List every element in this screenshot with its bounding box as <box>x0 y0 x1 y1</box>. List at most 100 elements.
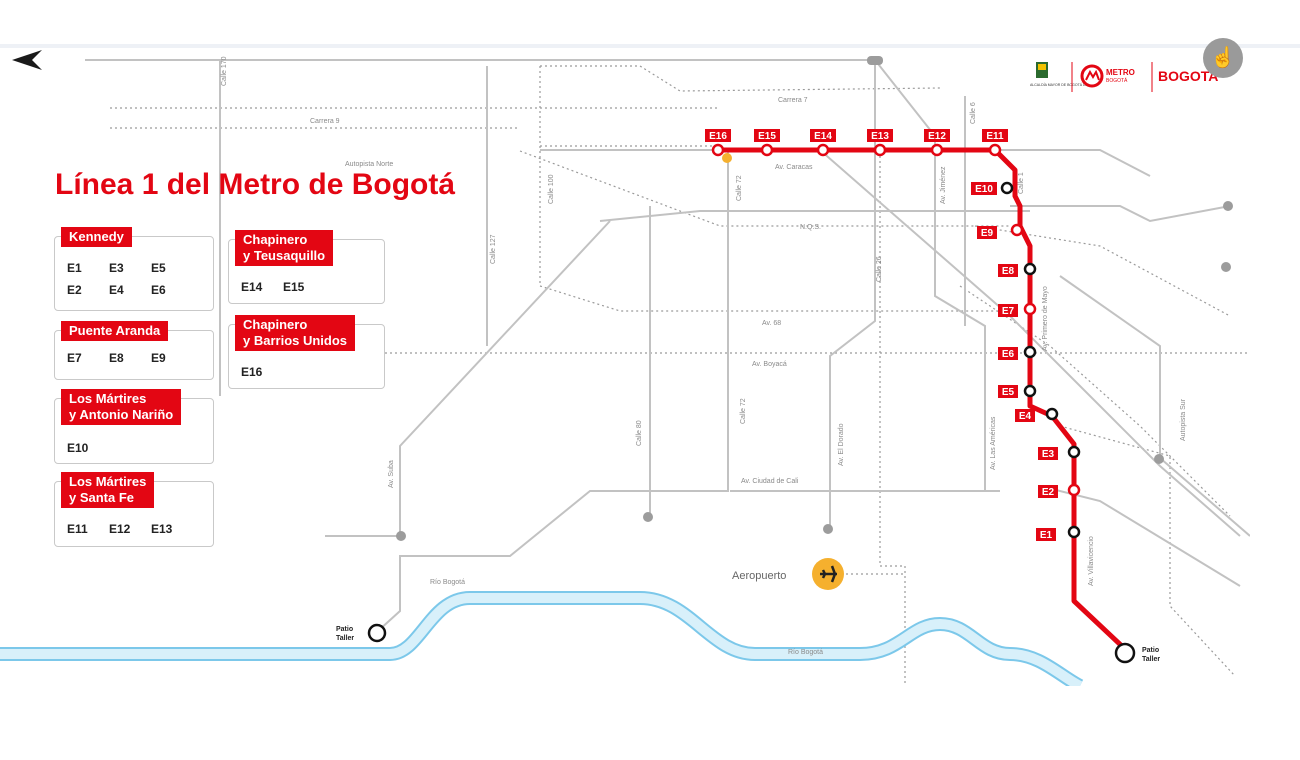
locality-chapinero-barrios-unidos: Chapinero y Barrios Unidos E16 <box>228 315 385 389</box>
label-nqs: N.Q.S. <box>800 224 821 231</box>
back-arrow-icon[interactable] <box>8 46 48 74</box>
label-calle-6: Calle 6 <box>970 102 977 124</box>
station-marker-e4[interactable] <box>1045 407 1059 421</box>
hand-pointer-icon[interactable]: ☝ <box>1203 38 1243 78</box>
station-e16-connector <box>722 153 732 163</box>
locality-stations-row1: E16 <box>241 365 263 379</box>
label-autopista-norte: Autopista Norte <box>345 161 393 168</box>
label-av-caracas: Av. Caracas <box>775 164 813 171</box>
station-badge-e3 <box>1038 447 1058 460</box>
station-marker-e6[interactable] <box>1023 345 1037 359</box>
airplane-icon <box>820 565 837 583</box>
station-label-e9: E9 <box>981 228 994 239</box>
bogota-logo-text: BOGOTA <box>1158 68 1218 84</box>
label-av-el-dorado: Av. El Dorado <box>838 423 845 466</box>
locality-name: Chapinero y Teusaquillo <box>235 230 334 266</box>
label-calle-170: Calle 170 <box>221 56 228 86</box>
station-label-e6: E6 <box>1002 349 1015 360</box>
metro-logo-icon <box>1080 64 1104 88</box>
station-marker-e14[interactable] <box>816 143 830 157</box>
locality-name: Los Mártires y Santa Fe <box>61 472 155 508</box>
station-marker-e5[interactable] <box>1023 384 1037 398</box>
station-marker-e1[interactable] <box>1067 525 1081 539</box>
station-marker-e16[interactable] <box>711 143 725 157</box>
label-rio-bogota-1: Río Bogotá <box>430 579 465 586</box>
station-badge-e14 <box>810 129 836 142</box>
header-logos: ALCALDÍA MAYOR DE BOGOTÁ D.C. METRO BOGO… <box>1030 62 1218 92</box>
station-badge-e6 <box>998 347 1018 360</box>
alcaldia-logo-text: ALCALDÍA MAYOR DE BOGOTÁ D.C. <box>1030 83 1090 87</box>
station-label-e7: E7 <box>1002 306 1015 317</box>
station-label-e4: E4 <box>1019 411 1032 422</box>
station-badge-e16 <box>705 129 731 142</box>
patio-taller-west-marker[interactable] <box>367 623 387 643</box>
station-label-e10: E10 <box>975 184 993 195</box>
label-calle-26: Calle 26 <box>876 256 883 282</box>
station-badge-e9 <box>977 226 997 239</box>
station-marker-e2[interactable] <box>1067 483 1081 497</box>
label-carrera-9: Carrera 9 <box>310 118 340 125</box>
station-marker-e10[interactable] <box>1000 181 1014 195</box>
station-label-e3: E3 <box>1042 449 1055 460</box>
page-title: Línea 1 del Metro de Bogotá <box>55 168 456 201</box>
station-badge-e11 <box>982 129 1008 142</box>
station-label-e13: E13 <box>871 131 889 142</box>
station-badge-e1 <box>1036 528 1056 541</box>
metro-map: Calle 170 Carrera 9 Carrera 7 Autopista … <box>0 46 1250 686</box>
label-carrera-7: Carrera 7 <box>778 97 808 104</box>
label-av-boyaca: Av. Boyacá <box>752 361 787 368</box>
locality-martires-nariño: Los Mártires y Antonio Nariño E10 <box>54 389 214 464</box>
station-badge-e15 <box>754 129 780 142</box>
station-label-e8: E8 <box>1002 266 1015 277</box>
locality-name: Los Mártires y Antonio Nariño <box>61 389 182 425</box>
top-bar <box>0 0 1300 48</box>
locality-name: Kennedy <box>61 227 132 247</box>
station-marker-e13[interactable] <box>873 143 887 157</box>
patio-east-line2: Taller <box>1142 656 1160 663</box>
label-calle-100: Calle 100 <box>548 174 555 204</box>
station-marker-e12[interactable] <box>930 143 944 157</box>
label-av-jimenez: Av. Jiménez <box>940 166 947 204</box>
station-badge-e2 <box>1038 485 1058 498</box>
station-marker-e9[interactable] <box>1010 223 1024 237</box>
station-badge-e4 <box>1015 409 1035 422</box>
label-av-primero-mayo: Av. Primero de Mayo <box>1042 286 1049 351</box>
locality-stations-row1: E10 <box>67 441 89 455</box>
label-calle-127: Calle 127 <box>490 234 497 264</box>
label-av-americas: Av. Las Américas <box>990 416 997 470</box>
label-calle-72-north: Calle 72 <box>736 175 743 201</box>
map-canvas: Calle 170 Carrera 9 Carrera 7 Autopista … <box>0 56 1250 686</box>
station-label-e16: E16 <box>709 131 727 142</box>
station-label-e1: E1 <box>1040 530 1053 541</box>
station-marker-e8[interactable] <box>1023 262 1037 276</box>
patio-west-line2: Taller <box>336 635 354 642</box>
label-calle-80: Calle 80 <box>636 420 643 446</box>
patio-taller-east-marker[interactable] <box>1114 642 1136 664</box>
label-av-ciudad-cali: Av. Ciudad de Cali <box>741 478 799 485</box>
station-marker-e11[interactable] <box>988 143 1002 157</box>
station-badge-e8 <box>998 264 1018 277</box>
locality-name: Chapinero y Barrios Unidos <box>235 315 356 351</box>
patio-east-line1: Patio <box>1142 647 1159 654</box>
metro-logo-subtext: BOGOTÁ <box>1106 77 1128 84</box>
station-label-e11: E11 <box>986 131 1004 142</box>
station-badge-e5 <box>998 385 1018 398</box>
label-av-suba: Av. Suba <box>388 460 395 488</box>
station-label-e2: E2 <box>1042 487 1055 498</box>
patio-west-line1: Patio <box>336 626 353 633</box>
label-av-68: Av. 68 <box>762 320 781 327</box>
locality-name: Puente Aranda <box>61 321 169 341</box>
station-marker-e15[interactable] <box>760 143 774 157</box>
station-marker-e7[interactable] <box>1023 302 1037 316</box>
station-label-e15: E15 <box>758 131 776 142</box>
label-autopista-sur: Autopista Sur <box>1180 398 1187 441</box>
station-marker-e3[interactable] <box>1067 445 1081 459</box>
station-label-e12: E12 <box>928 131 946 142</box>
